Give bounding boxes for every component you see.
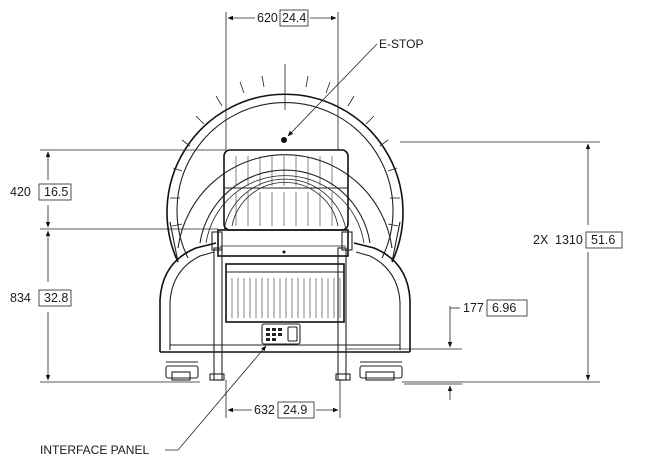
dim-upper-height-in: 16.5 bbox=[44, 185, 68, 199]
machine-outline bbox=[159, 64, 411, 381]
dim-top-width-in: 24.4 bbox=[282, 11, 306, 25]
dim-overall-height-prefix: 2X bbox=[533, 233, 549, 247]
dim-upper-height-mm: 420 bbox=[10, 185, 31, 199]
dim-overall-height-mm: 1310 bbox=[555, 233, 583, 247]
callout-interface-panel: INTERFACE PANEL bbox=[40, 443, 149, 457]
dim-bottom-width-in: 24.9 bbox=[283, 403, 307, 417]
dim-top-width-mm: 620 bbox=[257, 11, 278, 25]
dim-lower-height-in: 32.8 bbox=[44, 291, 68, 305]
dim-bottom-width-mm: 632 bbox=[254, 403, 275, 417]
dim-clearance-mm: 177 bbox=[463, 301, 484, 315]
callout-estop: E-STOP bbox=[379, 37, 423, 51]
dim-lower-height-mm: 834 bbox=[10, 291, 31, 305]
dim-clearance-in: 6.96 bbox=[492, 301, 516, 315]
dim-overall-height-in: 51.6 bbox=[591, 233, 615, 247]
dimension-lines bbox=[40, 12, 600, 451]
